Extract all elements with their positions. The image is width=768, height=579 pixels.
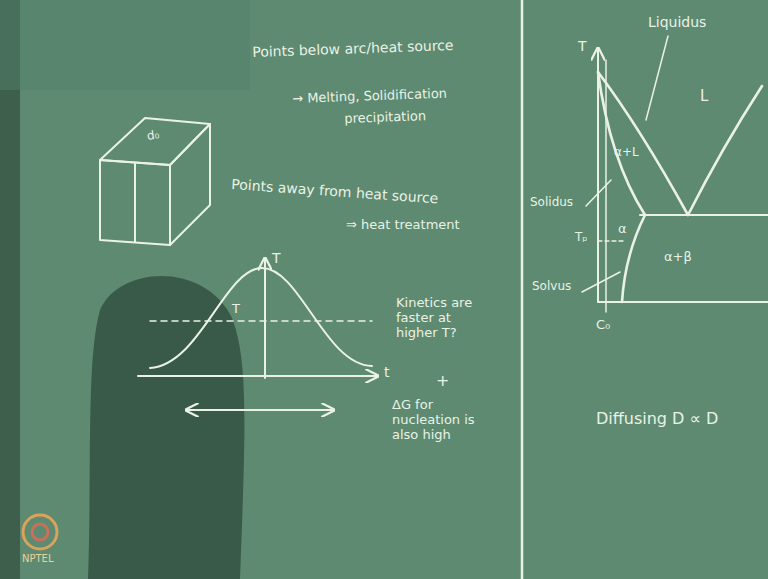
phase-t-axis bbox=[597, 48, 599, 302]
phase-label: α+β bbox=[664, 250, 692, 265]
logo-text: NPTEL bbox=[22, 553, 54, 565]
eutectic-line bbox=[640, 214, 768, 216]
leader-line bbox=[582, 272, 620, 292]
level-label: T bbox=[232, 302, 240, 317]
note-symbol: + bbox=[436, 372, 449, 390]
dashed-level bbox=[598, 240, 625, 241]
solidus-curve bbox=[598, 72, 645, 215]
phase-label: α bbox=[618, 222, 627, 237]
note-heading: Points below arc/heat source bbox=[252, 37, 454, 60]
note-text: Diffusing D ∝ D bbox=[596, 410, 718, 428]
phase-c-axis bbox=[598, 301, 768, 303]
leader-line bbox=[646, 36, 668, 120]
cube-side bbox=[170, 124, 210, 245]
leader-line bbox=[586, 180, 611, 206]
dimension-label: d₀ bbox=[146, 128, 160, 143]
cube-front bbox=[100, 160, 170, 245]
note-text: ΔG for nucleation is also high bbox=[392, 398, 492, 443]
note-text: precipitation bbox=[344, 109, 426, 127]
logo-ring bbox=[23, 515, 57, 549]
t-axis bbox=[264, 258, 266, 378]
board-smudge bbox=[0, 0, 250, 90]
phase-label: L bbox=[700, 88, 708, 105]
liquidus-curve bbox=[688, 86, 762, 215]
cube-line bbox=[134, 163, 136, 242]
time-axis bbox=[138, 375, 378, 377]
axis-label: t bbox=[384, 364, 390, 380]
axis-label: T bbox=[272, 250, 281, 266]
axis-label: T bbox=[578, 38, 587, 54]
axis-label: C₀ bbox=[596, 318, 610, 333]
dashed-level bbox=[150, 320, 372, 322]
phase-label: Solidus bbox=[530, 196, 573, 210]
liquidus-curve bbox=[598, 72, 688, 215]
phase-label: α+L bbox=[614, 146, 639, 160]
board-divider bbox=[521, 0, 524, 579]
thermal-cycle-curve bbox=[150, 268, 372, 368]
note-text: → Melting, Solidification bbox=[292, 87, 447, 107]
note-heading: Points away from heat source bbox=[231, 176, 439, 207]
range-arrow bbox=[186, 409, 334, 411]
note-text: ⇒ heat treatment bbox=[346, 218, 460, 233]
phase-label: Tₚ bbox=[575, 231, 587, 245]
phase-label: Liquidus bbox=[648, 14, 706, 30]
logo-ring bbox=[32, 524, 48, 540]
phase-label: Solvus bbox=[532, 280, 571, 294]
note-text: Kinetics are faster at higher T? bbox=[396, 296, 488, 341]
